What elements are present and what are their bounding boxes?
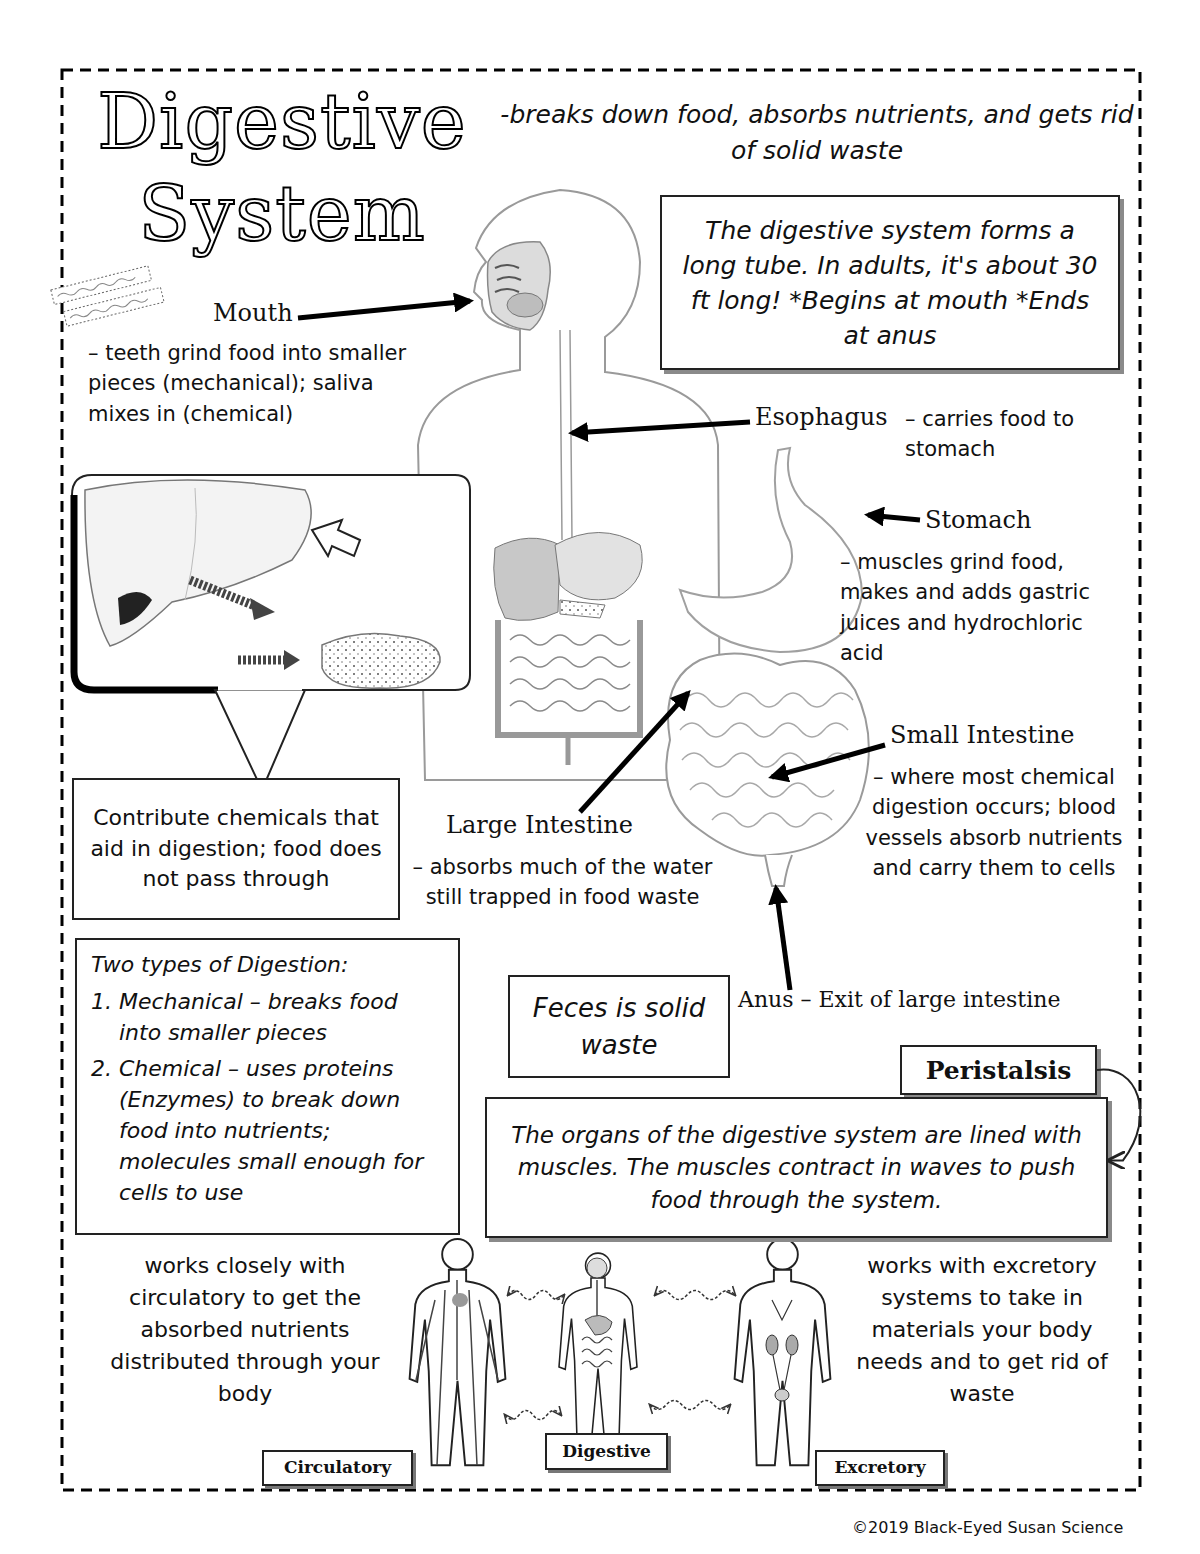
system-label-box: Excretory: [815, 1450, 945, 1486]
box-text: The digestive system forms a long tube. …: [676, 213, 1104, 353]
digestive-figure: [559, 1253, 637, 1437]
system-label-box: Circulatory: [262, 1450, 413, 1486]
accessory-organ-callout: [218, 686, 302, 691]
small-intestine-drawing: [666, 654, 869, 886]
small-intestine-drawing: [666, 654, 869, 856]
leader-arrow: [572, 422, 750, 433]
part-label: Large Intestine: [446, 808, 686, 843]
human-body: [510, 635, 630, 711]
leader-arrow: [776, 888, 790, 990]
box-text: Feces is solid waste: [520, 990, 718, 1063]
info-box: The digestive system forms a long tube. …: [660, 195, 1120, 370]
dashed-border: [62, 70, 1140, 1490]
tape-strip: [57, 275, 136, 298]
excretory-figure: [773, 1355, 791, 1390]
interaction-arrow: [505, 1411, 561, 1420]
info-box: The organs of the digestive system are l…: [485, 1097, 1108, 1238]
accessory-organ-callout: [72, 475, 470, 690]
description-text: – teeth grind food into smaller pieces (…: [88, 338, 413, 429]
accessory-organ-callout: [118, 592, 152, 625]
accessory-organ-callout: [190, 580, 255, 606]
page-title: Digestive System: [62, 76, 502, 260]
stomach-drawing: [680, 448, 862, 652]
box-heading: Two types of Digestion:: [91, 950, 444, 981]
definition-text: -breaks down food, absorbs nutrients, an…: [497, 97, 1137, 170]
human-body: [498, 620, 640, 735]
accessory-organ-callout: [85, 480, 311, 646]
circulatory-figure: [410, 1239, 506, 1465]
tape-strip: [63, 287, 164, 326]
box-text: Contribute chemicals that aid in digesti…: [84, 803, 388, 895]
box-text: Excretory: [834, 1456, 925, 1480]
box-text: Peristalsis: [926, 1053, 1072, 1088]
human-body: [507, 293, 543, 317]
accessory-organ-callout: [250, 598, 275, 620]
term-box: Peristalsis: [900, 1045, 1097, 1095]
description-text: – where most chemical digestion occurs; …: [858, 762, 1130, 884]
circulatory-figure: [410, 1239, 506, 1465]
description-text: – carries food to stomach: [905, 404, 1127, 465]
digestive-figure: [587, 1258, 607, 1278]
digestive-figure: [585, 1315, 612, 1335]
tape-strip: [70, 297, 149, 320]
interaction-arrow: [508, 1291, 564, 1300]
accessory-organ-callout: [215, 690, 305, 790]
stomach-drawing: [680, 448, 862, 652]
circulatory-figure: [416, 1280, 498, 1465]
part-label: Small Intestine: [890, 718, 1130, 753]
excretory-figure: [772, 1300, 792, 1320]
circulatory-figure: [452, 1293, 468, 1307]
tape-strip: [51, 264, 164, 328]
tape-strip: [51, 264, 164, 328]
box-text: The organs of the digestive system are l…: [503, 1119, 1090, 1216]
box-text: Circulatory: [284, 1456, 391, 1480]
human-body: [560, 600, 605, 618]
excretory-figure: [735, 1239, 831, 1465]
leader-arrow: [868, 515, 920, 520]
accessory-organ-callout: [72, 475, 470, 790]
excretory-figure: [766, 1335, 778, 1355]
interaction-arrow: [505, 1291, 735, 1420]
small-intestine-drawing: [765, 855, 792, 886]
info-box: Contribute chemicals that aid in digesti…: [72, 778, 400, 920]
accessory-organ-callout: [284, 650, 300, 670]
system-label-box: Digestive: [545, 1433, 668, 1470]
human-body: [560, 330, 572, 540]
excretory-figure: [735, 1239, 831, 1465]
digestive-figure: [596, 1280, 598, 1320]
info-box: Feces is solid waste: [508, 975, 730, 1078]
box-text: Digestive: [562, 1440, 650, 1464]
list-item: 1. Mechanical – breaks food into smaller…: [91, 987, 444, 1049]
accessory-organ-callout: [238, 656, 285, 665]
description-text: – muscles grind food, makes and adds gas…: [840, 547, 1130, 669]
accessory-organ-callout: [322, 633, 440, 688]
excretory-figure: [786, 1335, 798, 1355]
human-body: [555, 533, 642, 600]
digestive-figure: [582, 1337, 612, 1367]
accessory-organ-callout: [312, 520, 360, 556]
excretory-figure: [775, 1389, 789, 1401]
description-text: works closely with circulatory to get th…: [85, 1250, 405, 1409]
copyright-note: ©2019 Black-Eyed Susan Science: [852, 1516, 1182, 1539]
leader-arrow: [298, 301, 470, 318]
info-box: Two types of Digestion: 1. Mechanical – b…: [75, 938, 460, 1235]
part-label: Mouth: [213, 296, 323, 331]
human-body: [494, 538, 560, 620]
human-body: [495, 265, 521, 292]
part-label: Anus – Exit of large intestine: [738, 984, 1138, 1016]
digestive-figure: [559, 1253, 637, 1437]
description-text: works with excretory systems to take in …: [836, 1250, 1128, 1409]
description-text: – absorbs much of the water still trappe…: [410, 852, 715, 913]
leader-arrow: [772, 745, 885, 777]
part-label: Esophagus: [755, 400, 915, 435]
leader-arrow: [580, 693, 688, 812]
part-label: Stomach: [925, 503, 1075, 538]
human-body: [488, 242, 551, 330]
interaction-arrow: [655, 1291, 735, 1300]
interaction-arrow: [650, 1401, 730, 1410]
list-item: 2. Chemical – uses proteins (Enzymes) to…: [91, 1054, 444, 1208]
human-body: [566, 735, 571, 765]
